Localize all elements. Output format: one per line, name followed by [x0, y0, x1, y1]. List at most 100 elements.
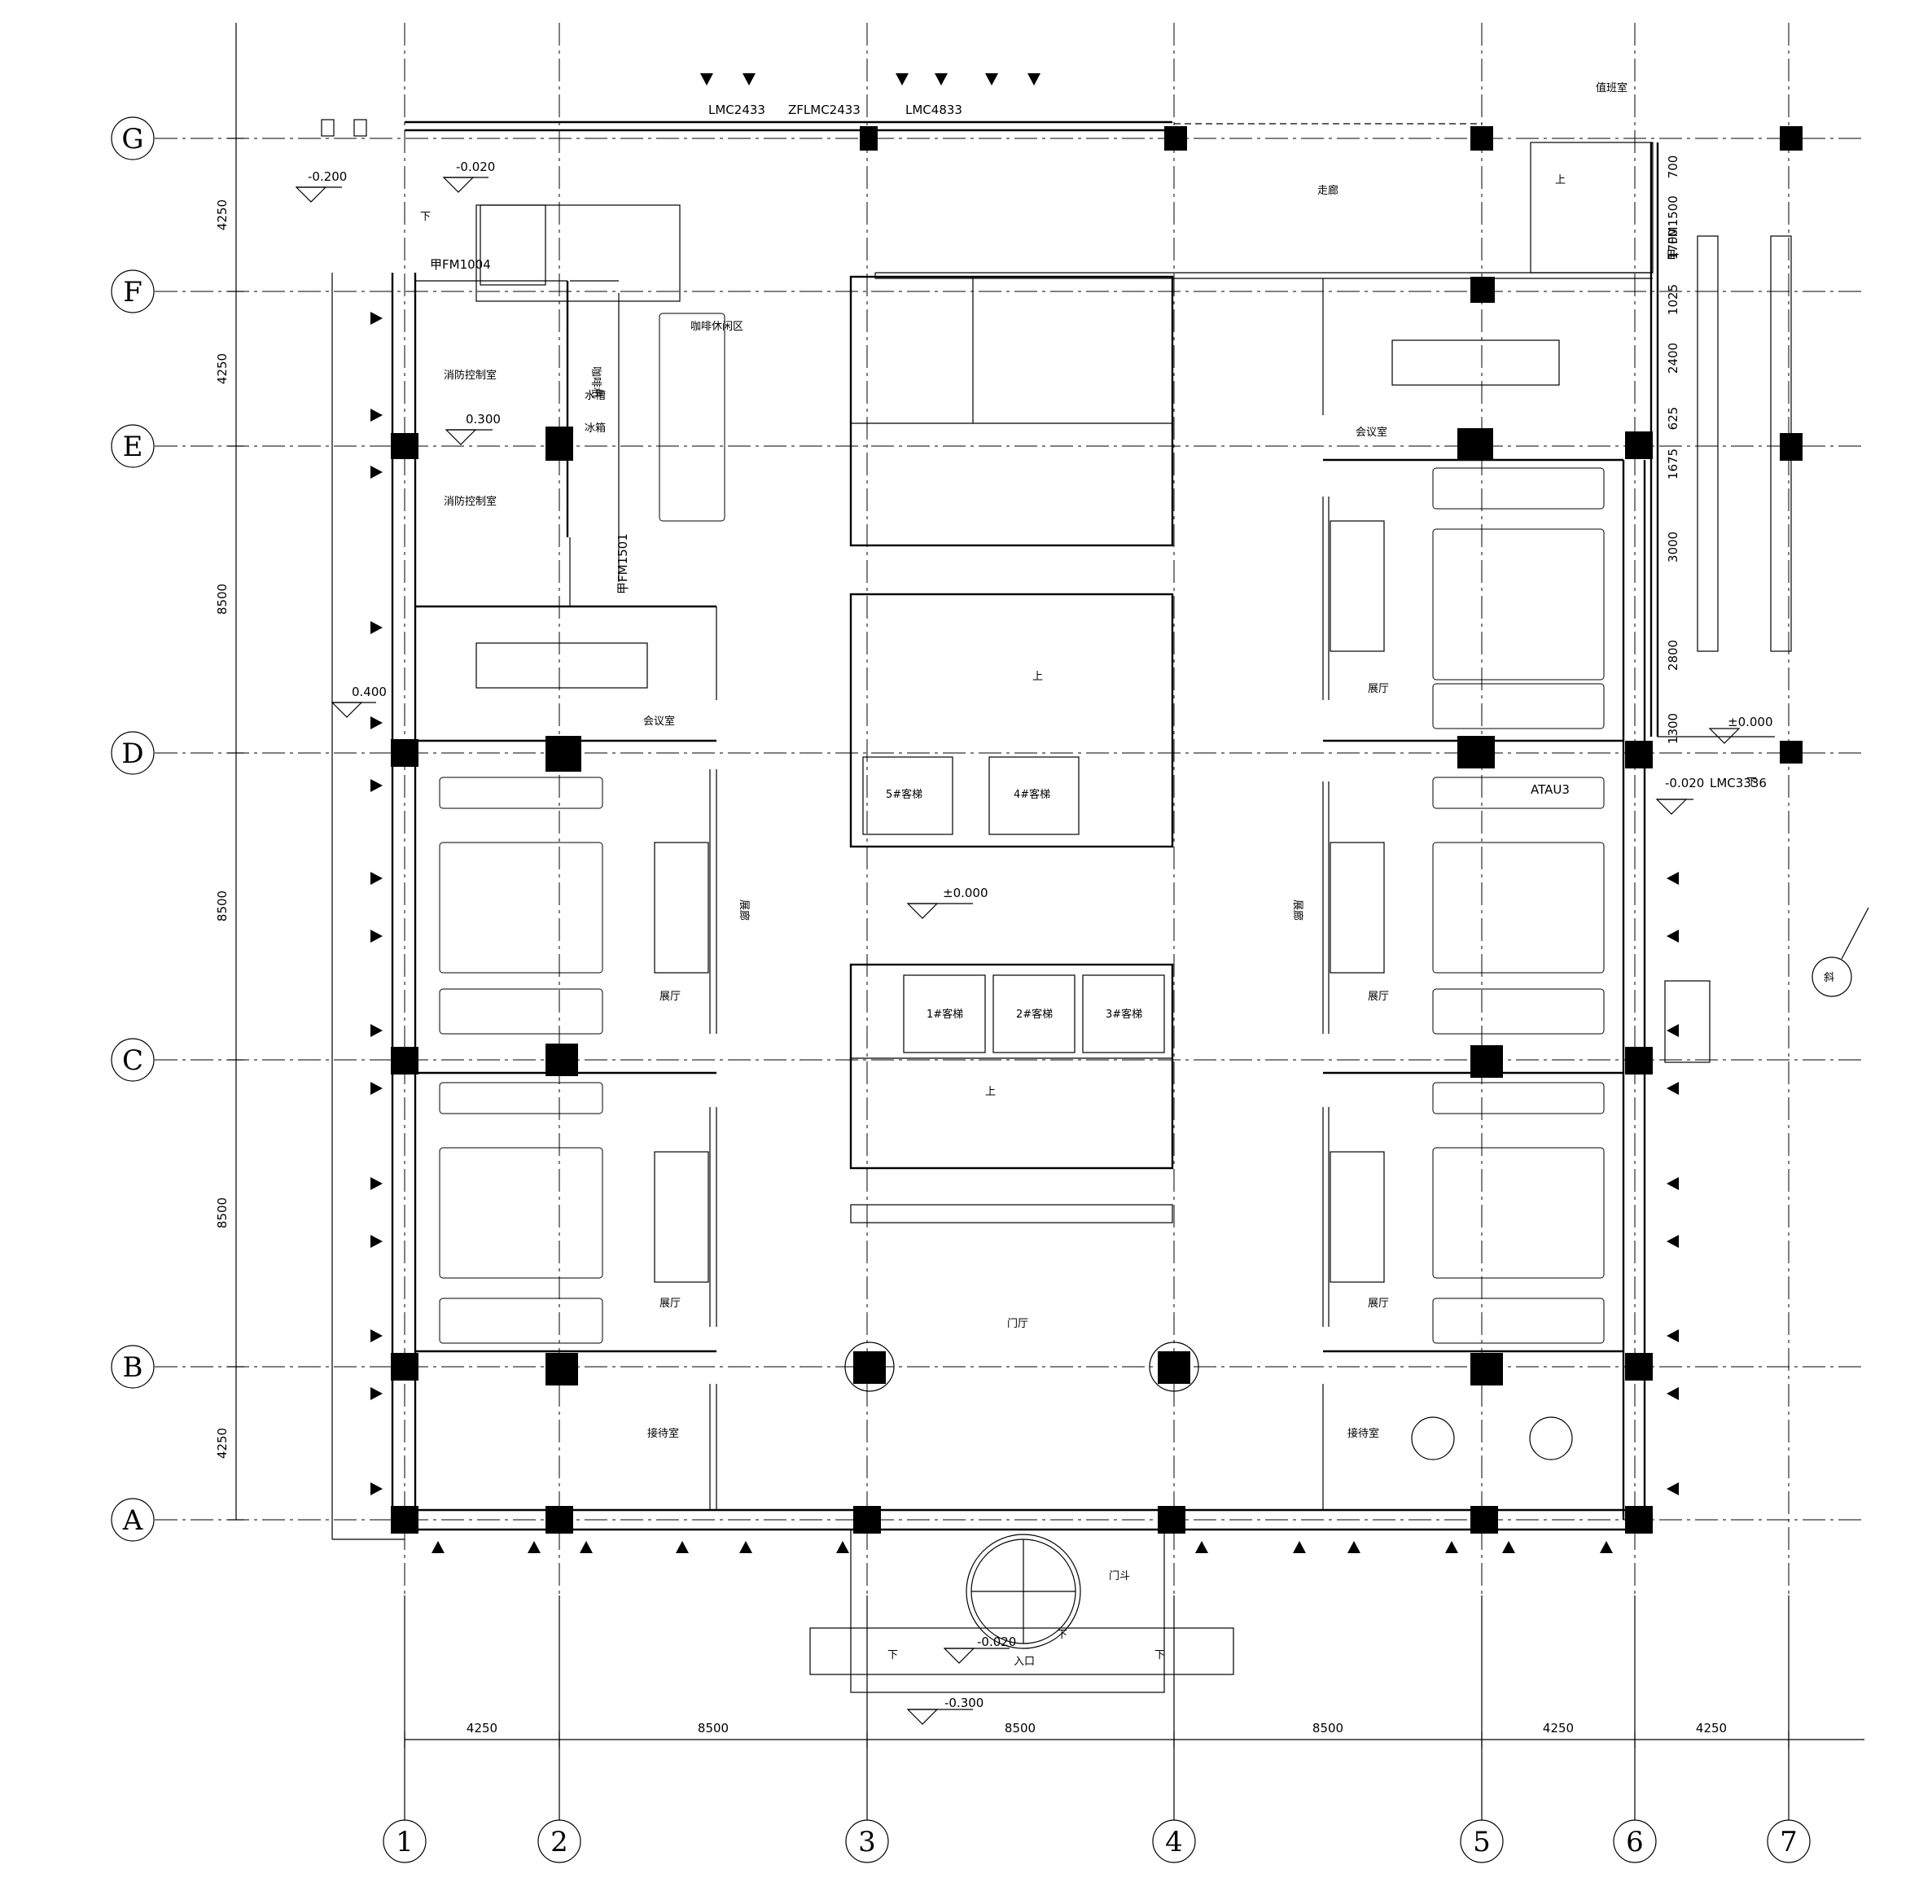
dim-s-8: 2800	[1666, 640, 1680, 671]
door-d1: LMC2433	[708, 103, 765, 117]
ramp-down-4: 下	[1154, 1649, 1165, 1661]
axis-grid-lines	[155, 23, 1864, 1771]
dim-h-6: 4250	[1696, 1721, 1727, 1735]
room-cafe: 咖啡休闲区	[690, 321, 743, 333]
room-vestibule: 门斗	[1109, 1570, 1130, 1582]
horizontal-dimension-labels: 4250 8500 8500 8500 4250 4250	[467, 1721, 1727, 1735]
level-l5: ±0.000	[943, 886, 988, 900]
round-column-outlines	[844, 1342, 1199, 1392]
dim-v-6: 4250	[215, 1428, 230, 1459]
ramp-down-3: 下	[1057, 1629, 1067, 1641]
door-d5: FM1501	[616, 533, 630, 582]
door-d7-prefix: 甲	[1666, 248, 1680, 260]
room-fridge: 冰箱	[585, 422, 606, 435]
door-d7: FM1500	[1666, 195, 1680, 244]
door-d4: FM1004	[442, 257, 491, 272]
elevator-1: 1#客梯	[927, 1008, 963, 1021]
dim-s-6: 1675	[1666, 449, 1680, 479]
level-l3: 0.300	[466, 412, 501, 427]
dim-v-3: 8500	[215, 584, 230, 615]
axis-label-f: F	[123, 276, 142, 309]
vertical-dimension-labels: 4250 4250 8500 8500 8500 4250	[215, 199, 230, 1459]
row-axis-bubbles	[111, 116, 155, 1542]
axis-label-d: D	[121, 738, 143, 770]
room-gallery-right: 展廊	[1291, 899, 1304, 921]
level-l8: -0.020	[977, 1635, 1016, 1649]
ramp-down-5: 下	[1746, 777, 1757, 789]
dim-v-5: 8500	[215, 1197, 230, 1228]
dim-s-7: 3000	[1666, 532, 1680, 562]
dim-s-2: 1700	[1666, 229, 1680, 260]
hall-seating	[439, 313, 1605, 1344]
slope-leader	[1841, 907, 1869, 960]
col-axis-bubbles	[383, 1595, 1811, 1863]
columns	[391, 126, 1803, 1534]
door-d3: LMC4833	[905, 103, 962, 117]
elevator-4: 4#客梯	[1014, 788, 1050, 801]
stair-up-2: 上	[985, 1086, 996, 1098]
equipment-tag: ATAU3	[1531, 782, 1570, 797]
stair-up-1: 上	[1032, 671, 1043, 683]
room-hall-right-2: 展厅	[1368, 991, 1389, 1003]
elevator-5: 5#客梯	[886, 788, 922, 801]
room-fire-control-2: 消防控制室	[444, 495, 497, 508]
room-hall-left-2: 展厅	[659, 1298, 681, 1310]
room-corridor-top: 走廊	[1317, 184, 1338, 197]
interior-partitions	[321, 119, 1792, 1510]
room-reception-left: 接待室	[647, 1427, 679, 1440]
door-d6: LMC3336	[1710, 776, 1767, 790]
axis-label-g: G	[121, 123, 143, 155]
dim-v-4: 8500	[215, 891, 230, 921]
room-coffee-machine: 咖啡机	[589, 366, 602, 398]
room-hall-left-1: 展厅	[659, 991, 681, 1003]
axis-label-b: B	[123, 1351, 143, 1384]
door-d4-prefix: 甲	[430, 257, 442, 272]
row-axis-labels: G F E D C B A	[121, 123, 143, 1537]
room-hall-right-1: 展厅	[1368, 683, 1389, 695]
stair-up-3: 上	[1555, 174, 1566, 186]
axis-label-2: 2	[550, 1826, 568, 1858]
room-fire-control-1: 消防控制室	[444, 369, 497, 382]
axis-label-3: 3	[858, 1826, 876, 1858]
room-reception-right: 接待室	[1347, 1427, 1379, 1440]
level-l9: -0.300	[944, 1696, 984, 1710]
dim-h-1: 4250	[467, 1721, 497, 1735]
dim-s-1: 700	[1666, 155, 1680, 179]
level-l7: -0.020	[1665, 776, 1704, 790]
col-axis-labels: 1 2 3 4 5 6 7	[396, 1826, 1798, 1858]
outer-walls	[331, 120, 1775, 1693]
level-l6: ±0.000	[1728, 715, 1773, 729]
dim-h-4: 8500	[1312, 1721, 1343, 1735]
bottom-dimension-chain	[404, 1731, 1864, 1748]
dim-h-5: 4250	[1543, 1721, 1574, 1735]
room-labels: 消防控制室 消防控制室 咖啡休闲区 咖啡机 水槽 冰箱 会议室 会议室 走廊 值…	[420, 81, 1834, 1668]
axis-label-7: 7	[1780, 1826, 1798, 1858]
axis-label-e: E	[123, 431, 143, 463]
level-l1: -0.200	[308, 169, 347, 184]
slope-label: 斜	[1824, 972, 1834, 984]
ramp-down-2: 下	[887, 1649, 898, 1661]
dim-h-2: 8500	[698, 1721, 729, 1735]
axis-label-6: 6	[1626, 1826, 1644, 1858]
room-meeting-right: 会议室	[1356, 426, 1387, 439]
axis-label-4: 4	[1165, 1826, 1183, 1858]
dim-s-9: 1300	[1666, 713, 1680, 744]
axis-label-1: 1	[396, 1826, 414, 1858]
room-gallery-left: 展廊	[738, 899, 751, 921]
door-d2: ZFLMC2433	[788, 103, 861, 117]
axis-label-a: A	[122, 1504, 143, 1537]
dim-h-3: 8500	[1005, 1721, 1036, 1735]
door-d5-prefix: 甲	[616, 582, 630, 594]
room-duty: 值班室	[1596, 81, 1628, 94]
room-lobby: 门厅	[1007, 1318, 1028, 1330]
level-labels: -0.200 -0.020 0.300 0.400 ±0.000 ±0.000 …	[308, 160, 1773, 1710]
door-labels: LMC2433 ZFLMC2433 LMC4833 甲 FM1004 甲 FM1…	[430, 103, 1767, 790]
level-l2: -0.020	[456, 160, 495, 174]
side-dimension-labels: 700 1700 1025 2400 625 1675 3000 2800 13…	[1666, 155, 1680, 744]
room-hall-right-3: 展厅	[1368, 1298, 1389, 1310]
left-dimension-chain	[228, 23, 244, 1521]
dim-s-4: 2400	[1666, 343, 1680, 374]
level-l4: 0.400	[352, 685, 387, 699]
axis-label-5: 5	[1473, 1826, 1491, 1858]
